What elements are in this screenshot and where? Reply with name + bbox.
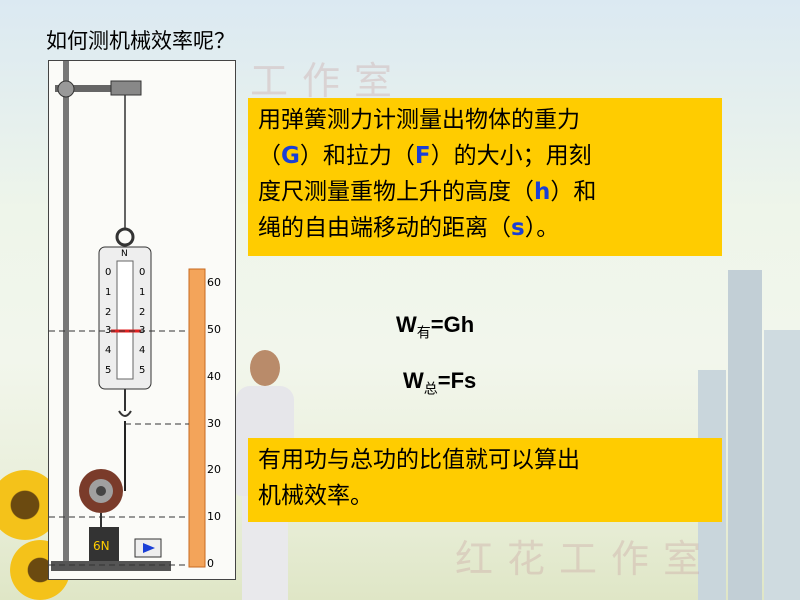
watermark-bottom: 红花工作室 (455, 537, 716, 581)
play-button-hotspot[interactable] (135, 539, 161, 557)
spring-scale-right-label: 5 (139, 365, 146, 376)
variable-h: h (534, 179, 551, 205)
box1-line-3: 度尺测量重物上升的高度（h）和 (258, 179, 597, 205)
variable-s: s (511, 215, 525, 241)
city-skyline (690, 240, 800, 600)
box1-line-4: 绳的自由端移动的距离（s）。 (258, 215, 560, 241)
spring-scale-left-label: 2 (105, 307, 112, 318)
total-work-formula: W总=Fs (403, 368, 477, 397)
pulley-apparatus-figure: 60 50 40 30 20 10 0 N 0 1 2 3 4 5 0 1 2 … (48, 60, 236, 580)
slide-title: 如何测机械效率呢？ (46, 29, 235, 53)
box2-line-1: 有用功与总功的比值就可以算出 (258, 447, 580, 473)
spring-scale-right-label: 1 (139, 287, 146, 298)
spring-scale-right-label: 3 (139, 325, 146, 336)
spring-scale-left-label: 4 (105, 345, 112, 356)
spring-scale-left-label: 5 (105, 365, 112, 376)
box2-line-2: 机械效率。 (258, 483, 373, 509)
efficiency-conclusion-box: 有用功与总功的比值就可以算出 机械效率。 (248, 438, 722, 522)
watermark-top: 工作室 (250, 59, 407, 103)
box1-line-2: （G）和拉力（F）的大小；用刻 (258, 143, 592, 169)
weight-label: 6N (93, 539, 110, 553)
ruler-tick-label: 60 (207, 276, 221, 289)
spring-scale-right-label: 2 (139, 307, 146, 318)
spring-scale-right-label: 0 (139, 267, 146, 278)
useful-work-formula: W有=Gh (396, 312, 475, 341)
spring-scale-left-label: 0 (105, 267, 112, 278)
apparatus-drawing (49, 61, 206, 571)
spring-scale-left-label: 3 (105, 325, 112, 336)
measurement-explanation-box: 用弹簧测力计测量出物体的重力 （G）和拉力（F）的大小；用刻 度尺测量重物上升的… (248, 98, 722, 256)
ruler-tick-label: 10 (207, 510, 221, 523)
ruler-tick-label: 0 (207, 557, 214, 570)
ruler-tick-label: 20 (207, 463, 221, 476)
ruler-tick-label: 40 (207, 370, 221, 383)
box1-line-1: 用弹簧测力计测量出物体的重力 (258, 107, 580, 133)
spring-scale-unit: N (121, 249, 128, 259)
ruler-tick-label: 50 (207, 323, 221, 336)
variable-G: G (281, 143, 300, 169)
ruler-tick-label: 30 (207, 417, 221, 430)
variable-F: F (414, 143, 431, 169)
spring-scale-right-label: 4 (139, 345, 146, 356)
spring-scale-left-label: 1 (105, 287, 112, 298)
